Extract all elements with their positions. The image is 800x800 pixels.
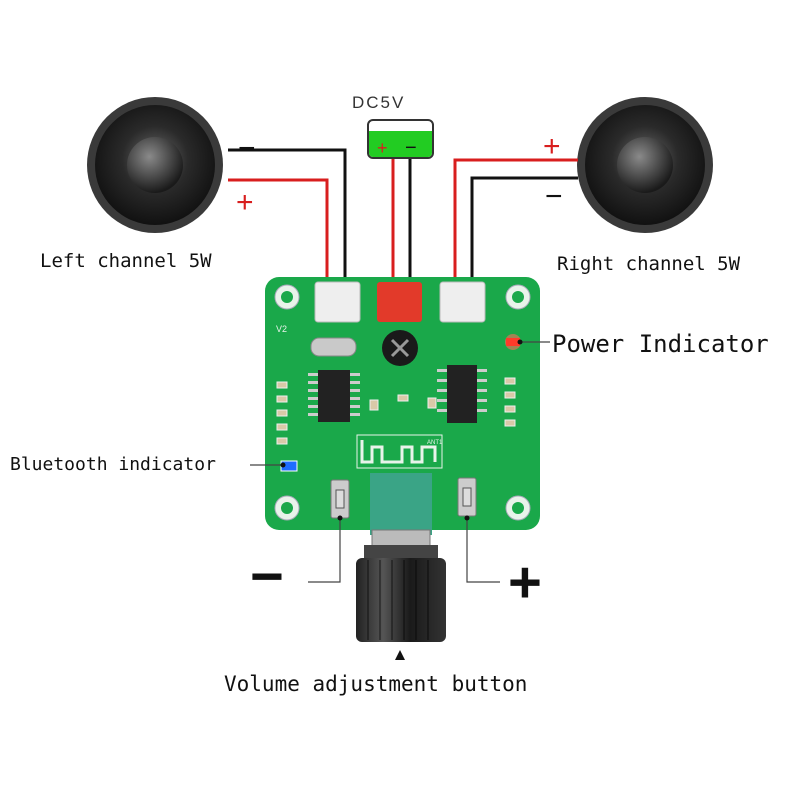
- right-red-wire: [453, 158, 578, 290]
- left-minus-sign: −: [238, 132, 256, 165]
- power-led: [505, 334, 521, 350]
- power-label: DC5V: [352, 93, 405, 112]
- board-version: V2: [276, 324, 287, 334]
- amplifier-board: V2 ANT1: [265, 277, 540, 530]
- bluetooth-indicator-label: Bluetooth indicator: [10, 454, 216, 475]
- battery-minus: −: [405, 137, 417, 159]
- volume-knob[interactable]: [356, 473, 446, 642]
- volume-minus-label: −: [250, 544, 284, 609]
- power-indicator-label: Power Indicator: [552, 330, 769, 358]
- left-black-wire: [228, 148, 347, 290]
- left-speaker-connector: [314, 281, 361, 323]
- wires: [228, 148, 578, 295]
- right-minus-sign: −: [545, 180, 563, 213]
- volume-plus-label: +: [508, 550, 542, 615]
- left-red-wire: [228, 178, 329, 290]
- volume-adjustment-label: Volume adjustment button: [224, 672, 527, 696]
- left-plus-sign: +: [236, 186, 254, 219]
- battery-plus: +: [377, 138, 388, 158]
- battery-icon: + −: [367, 119, 434, 159]
- antenna-label: ANT1: [427, 440, 443, 446]
- callout-lines: [250, 341, 550, 583]
- right-plus-sign: +: [543, 130, 561, 163]
- right-speaker-icon: [577, 97, 713, 233]
- right-black-wire: [470, 176, 578, 290]
- right-channel-label: Right channel 5W: [557, 253, 741, 275]
- left-channel-label: Left channel 5W: [40, 250, 212, 272]
- left-speaker-icon: [87, 97, 223, 233]
- power-connector: [377, 282, 422, 322]
- right-speaker-connector: [439, 281, 486, 323]
